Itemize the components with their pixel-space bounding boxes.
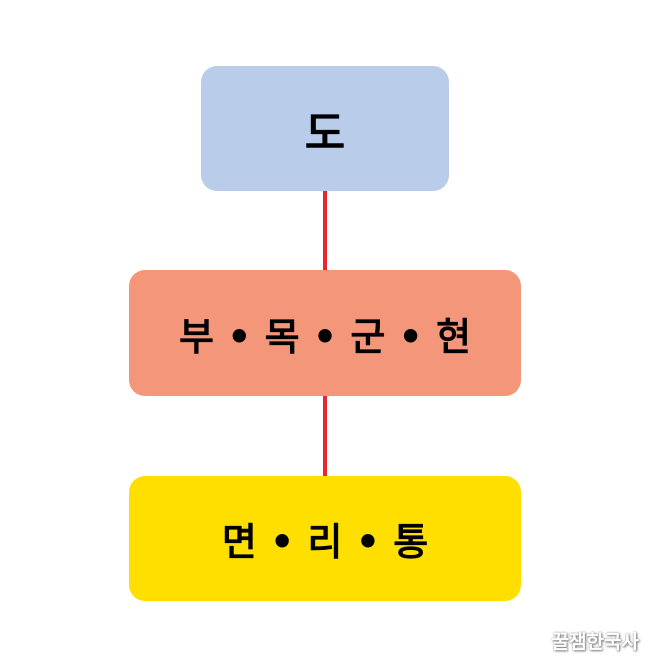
connector-line-2	[323, 396, 327, 476]
node-bu-mok-gun-hyeon: 부 • 목 • 군 • 현	[129, 270, 521, 396]
node-do: 도	[201, 66, 449, 191]
connector-line-1	[323, 191, 327, 270]
watermark: 꿀잼한국사	[551, 631, 639, 653]
node-myeon-ri-tong: 면 • 리 • 통	[129, 476, 521, 601]
